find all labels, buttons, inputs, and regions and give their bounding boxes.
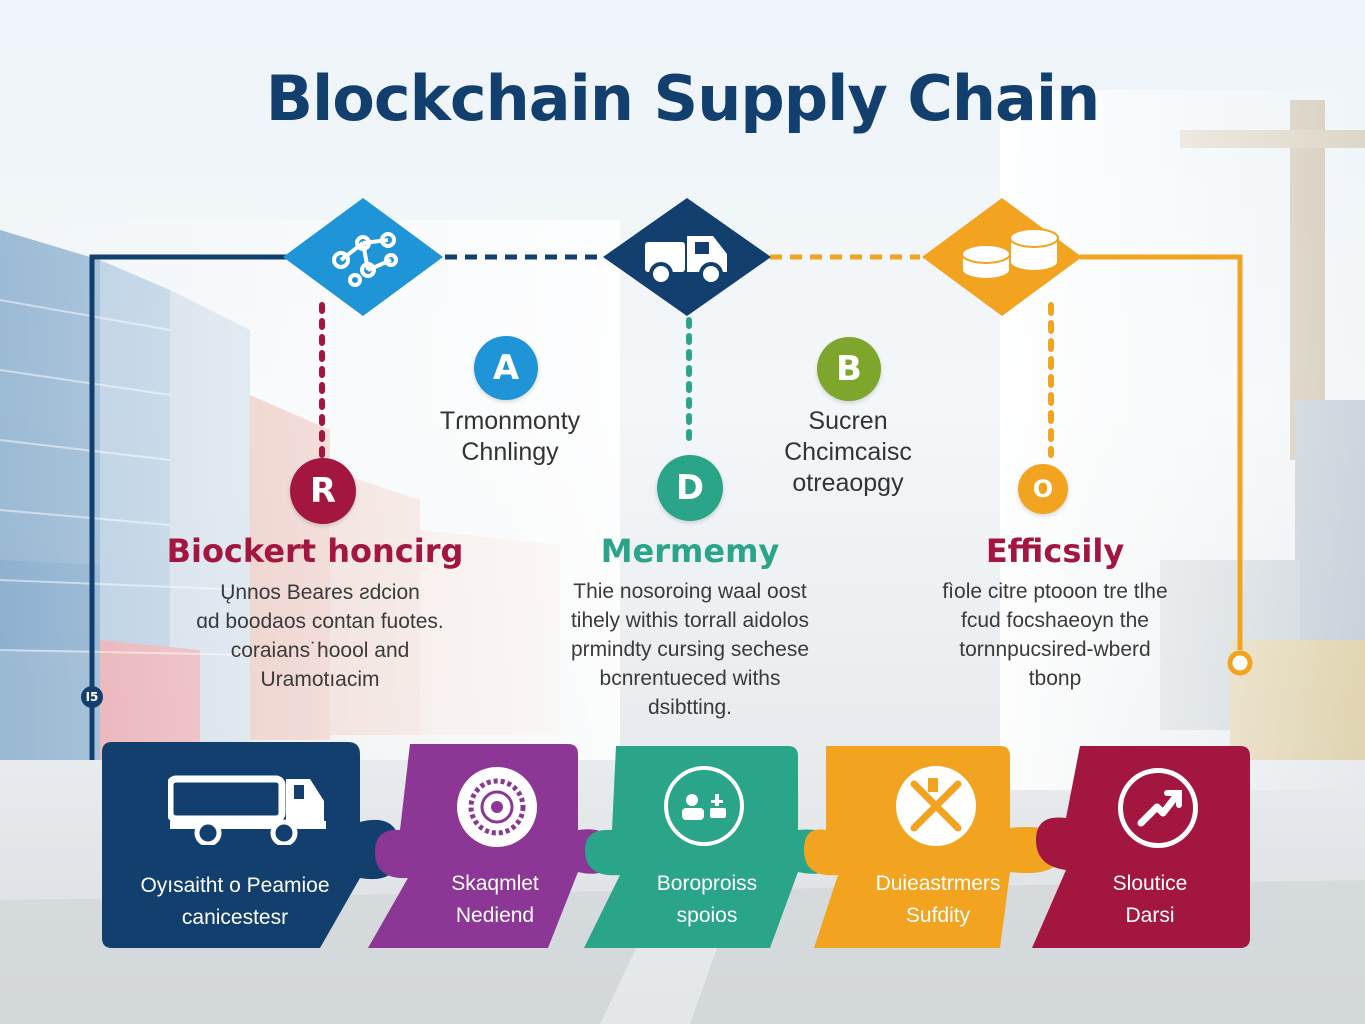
step-marker: I5 xyxy=(81,686,103,708)
coins-icon xyxy=(922,198,1082,316)
tile-2-line-1: Skaqmlet xyxy=(451,872,539,895)
column-3-heading: Efficsily xyxy=(985,532,1125,570)
tile-1-caption: Oyısaitht o Peamioe canicestesr xyxy=(110,870,360,934)
column-3-line-3: tornnpucsired-wberd xyxy=(959,638,1151,661)
badge-b: B xyxy=(817,337,881,401)
badge-a-label: Tɾmonmonty Chnlingy xyxy=(400,406,620,468)
column-1-line-2: ɑd boodaos contan fuotes. xyxy=(196,610,444,633)
tile-3-line-1: Boroproiss xyxy=(656,872,758,895)
tile-3-line-2: spoios xyxy=(676,904,738,927)
tile-4-shape xyxy=(804,746,1062,948)
gear-circle-icon xyxy=(457,767,537,847)
badge-r-letter: R xyxy=(309,471,337,511)
column-1-heading: Biockert honcirg xyxy=(166,532,464,570)
badge-o-letter: O xyxy=(1032,475,1054,503)
tile-3-shape xyxy=(584,746,836,948)
tile-1-line-1: Oyısaitht o Peamioe xyxy=(140,874,330,897)
badge-a-line-2: Chnlingy xyxy=(461,438,559,466)
crossed-tools-icon xyxy=(896,766,976,846)
tile-2-line-2: Nediend xyxy=(455,904,535,927)
badge-a: A xyxy=(474,336,538,400)
badge-d: D xyxy=(657,455,723,521)
column-2-line-4: bcnrentueced withs xyxy=(599,667,781,690)
badge-a-line-1: Tɾmonmonty xyxy=(439,407,581,435)
trend-arrow-icon xyxy=(1118,768,1198,848)
badge-b-line-1: Sucren xyxy=(808,407,888,435)
tile-5-line-2: Darsi xyxy=(1125,904,1175,927)
column-3-line-4: tbonp xyxy=(1028,667,1082,690)
badge-d-letter: D xyxy=(675,468,705,508)
column-3-line-1: fìole citre ptooon tre tlhe xyxy=(942,580,1168,603)
tile-2-caption: Skaqmlet Nediend xyxy=(410,868,580,932)
column-1-text: Ųnnos Beares ƨdcion ɑd boodaos contan fu… xyxy=(170,578,470,694)
tile-4-caption: Duieastrmers Sufdity xyxy=(848,868,1028,932)
tile-4-line-1: Duieastrmers xyxy=(875,872,1001,895)
column-2-heading: Mermemy xyxy=(600,532,780,570)
badge-o: O xyxy=(1018,464,1068,514)
tile-5-line-1: Sloutice xyxy=(1112,872,1188,895)
column-3-line-2: fcud focshaeoyn the xyxy=(961,609,1149,632)
column-2-text: Thie nosoroing waal oost tihely withis t… xyxy=(530,577,850,722)
badge-b-letter: B xyxy=(836,349,862,389)
tile-4-line-2: Sufdity xyxy=(905,904,971,927)
tile-5-caption: Sloutice Darsi xyxy=(1070,868,1230,932)
badge-r: R xyxy=(290,458,356,524)
tile-1-line-2: canicestesr xyxy=(181,906,289,929)
badge-b-line-2: Chcimcaisc xyxy=(784,438,912,466)
badge-b-label: Sucren Chcimcaisc otreaopgy xyxy=(748,406,948,499)
badge-a-letter: A xyxy=(492,348,520,388)
truck-icon xyxy=(603,198,771,316)
column-1-line-3: coraians˙hoool and xyxy=(230,639,410,662)
column-2-line-1: Thie nosoroing waal oost xyxy=(573,580,807,603)
column-3-text: fìole citre ptooon tre tlhe fcud focshae… xyxy=(905,577,1205,693)
column-2-line-2: tihely withis torrall aidolos xyxy=(570,609,810,632)
column-2-line-5: dsibtting. xyxy=(647,696,733,719)
id-card-icon xyxy=(664,766,744,846)
page-title: Blockchain Supply Chain xyxy=(265,62,1100,135)
column-1-line-1: Ųnnos Beares ƨdcion xyxy=(220,581,420,604)
tile-3-caption: Boroproiss spoios xyxy=(622,868,792,932)
delivery-truck-icon xyxy=(168,775,326,845)
tile-1-shape xyxy=(102,742,400,948)
column-2-line-3: prmindty cursing sechese xyxy=(570,638,810,661)
badge-b-line-3: otreaopgy xyxy=(792,469,904,497)
network-nodes-icon xyxy=(283,198,443,316)
column-1-line-4: Uramotıacim xyxy=(260,668,380,691)
